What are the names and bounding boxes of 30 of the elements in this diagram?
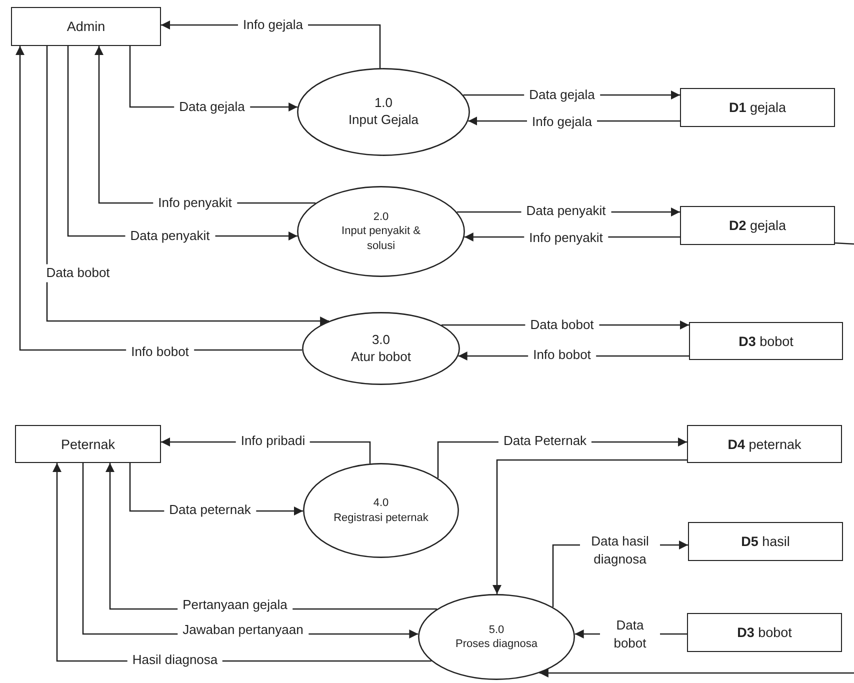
data-store-name: D3 bobot <box>738 334 794 348</box>
process-text: Atur bobot <box>351 348 411 366</box>
flow-arrow <box>492 459 687 594</box>
data-store-box <box>680 206 835 245</box>
data-store-name: D3 bobot <box>737 625 792 640</box>
entity-box <box>11 7 161 46</box>
flow-arrow <box>46 46 330 326</box>
data-store-name: D5 hasil <box>741 534 790 549</box>
data-store-box <box>689 322 843 360</box>
data-store-name: D2 gejala <box>728 218 786 233</box>
process-text: 3.0 <box>372 332 390 348</box>
entity-name: Peternak <box>60 436 116 452</box>
process-text: 2.0 <box>373 210 389 224</box>
process-text: 4.0 <box>373 496 389 510</box>
process-text: 5.0 <box>488 622 504 637</box>
process-text: Input Gejala <box>348 112 419 129</box>
data-store-box <box>680 88 835 127</box>
data-store-box <box>688 522 843 561</box>
process-text: 1.0 <box>374 95 393 112</box>
process-text: Input penyakit & solusi <box>340 224 422 253</box>
flow-line <box>834 242 854 245</box>
process-text: Registrasi peternak <box>334 510 428 525</box>
process-text: Proses diagnosa <box>456 637 538 652</box>
flow-arrow <box>539 668 854 678</box>
entity-name: Admin <box>66 19 106 34</box>
data-store-box <box>687 613 842 652</box>
data-store-box <box>687 425 842 463</box>
data-store-name: D1 gejala <box>728 100 786 115</box>
entity-box <box>15 425 161 463</box>
data-store-name: D4 peternak <box>728 436 802 452</box>
